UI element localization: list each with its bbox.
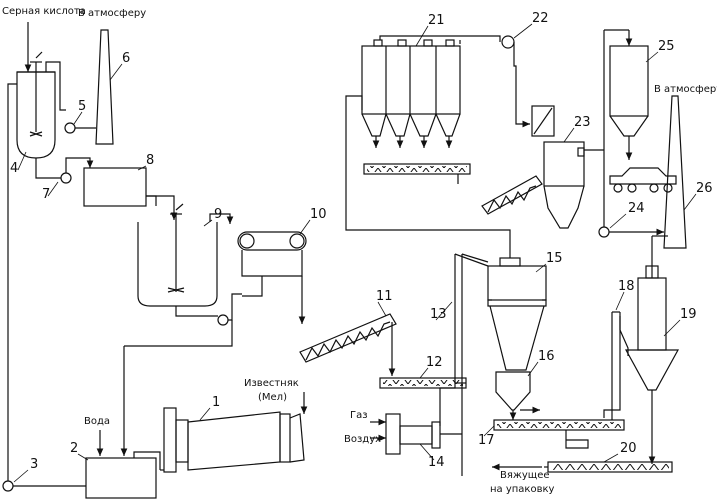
label-binder-1: Вяжущее — [500, 470, 550, 481]
cyclone-16 — [495, 371, 531, 420]
num-21: 21 — [428, 13, 445, 28]
num-6: 6 — [122, 51, 130, 66]
label-gas: Газ — [350, 410, 368, 421]
num-14: 14 — [428, 455, 445, 470]
num-26: 26 — [696, 181, 713, 196]
cyclone-23 — [531, 105, 604, 229]
num-18: 18 — [618, 279, 635, 294]
inclined-screw-conveyor — [481, 175, 543, 215]
stack-26 — [652, 95, 687, 249]
screw-conveyor-17 — [493, 316, 625, 449]
num-22: 22 — [532, 11, 549, 26]
cyclone-19 — [624, 236, 680, 464]
pump-3 — [2, 83, 86, 492]
label-sulfuric-acid: Серная кислота — [2, 6, 86, 17]
leader-lines — [13, 23, 697, 483]
belt-filter-10 — [237, 231, 307, 324]
num-10: 10 — [310, 207, 327, 222]
screw-conveyor-12 — [379, 377, 467, 389]
num-23: 23 — [574, 115, 591, 130]
num-20: 20 — [620, 441, 637, 456]
num-4: 4 — [10, 161, 18, 176]
pump-7 — [35, 157, 94, 184]
num-3: 3 — [30, 457, 38, 472]
num-13: 13 — [430, 307, 447, 322]
pump-5 — [64, 122, 96, 134]
reactor-4 — [16, 22, 66, 159]
connector-lines — [455, 382, 466, 384]
screw-conveyor-20 — [492, 461, 673, 473]
stack-6 — [95, 29, 114, 145]
silo-25 — [603, 29, 677, 193]
fan-24 — [598, 150, 664, 238]
label-limestone-2: (Мел) — [258, 392, 287, 403]
num-1: 1 — [212, 395, 220, 410]
num-17: 17 — [478, 433, 495, 448]
num-12: 12 — [426, 355, 443, 370]
label-water: Вода — [84, 416, 110, 427]
num-16: 16 — [538, 349, 555, 364]
num-15: 15 — [546, 251, 563, 266]
fan-22 — [501, 35, 530, 128]
num-25: 25 — [658, 39, 675, 54]
silos-21 — [361, 35, 501, 184]
riser-pipe-13 — [439, 253, 489, 476]
burner-14 — [370, 413, 462, 455]
num-5: 5 — [78, 99, 86, 114]
rotary-kiln-1 — [160, 392, 308, 473]
pump-mixer-outlet — [217, 293, 242, 326]
num-24: 24 — [628, 201, 645, 216]
label-to-atmosphere-right: В атмосферу — [654, 84, 717, 95]
screw-conveyor-11 — [299, 313, 397, 376]
mixer-9 — [137, 203, 234, 317]
num-9: 9 — [214, 207, 222, 222]
pipe-18 — [611, 311, 629, 420]
label-limestone-1: Известняк — [244, 378, 299, 389]
num-11: 11 — [376, 289, 393, 304]
num-2: 2 — [70, 441, 78, 456]
label-to-atmosphere-top: В атмосферу — [78, 8, 146, 19]
num-8: 8 — [146, 153, 154, 168]
num-7: 7 — [42, 187, 50, 202]
num-19: 19 — [680, 307, 697, 322]
tank-8 — [83, 167, 178, 220]
tank-2 — [85, 320, 233, 499]
label-air: Воздух — [344, 434, 381, 445]
label-binder-2: на упаковку — [490, 484, 555, 495]
